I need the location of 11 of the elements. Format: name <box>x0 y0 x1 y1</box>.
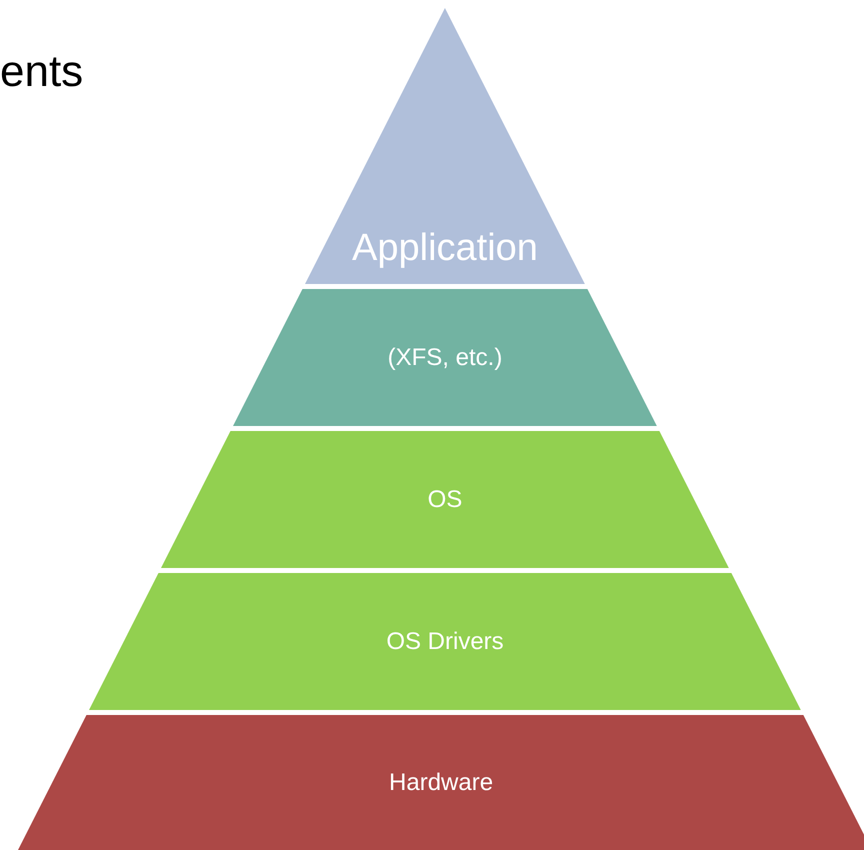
pyramid-layer <box>233 289 657 426</box>
layer-label: OS Drivers <box>386 626 504 656</box>
layer-label: OS <box>428 484 462 514</box>
pyramid-layer <box>305 8 585 284</box>
layer-label: (XFS, etc.) <box>388 342 502 372</box>
layer-label: Hardware <box>389 768 494 798</box>
layer-label: Application <box>352 226 538 270</box>
pyramid-layer <box>18 715 864 850</box>
pyramid-layer <box>89 573 801 710</box>
title: ents <box>0 46 84 98</box>
pyramid-layer <box>161 431 729 568</box>
